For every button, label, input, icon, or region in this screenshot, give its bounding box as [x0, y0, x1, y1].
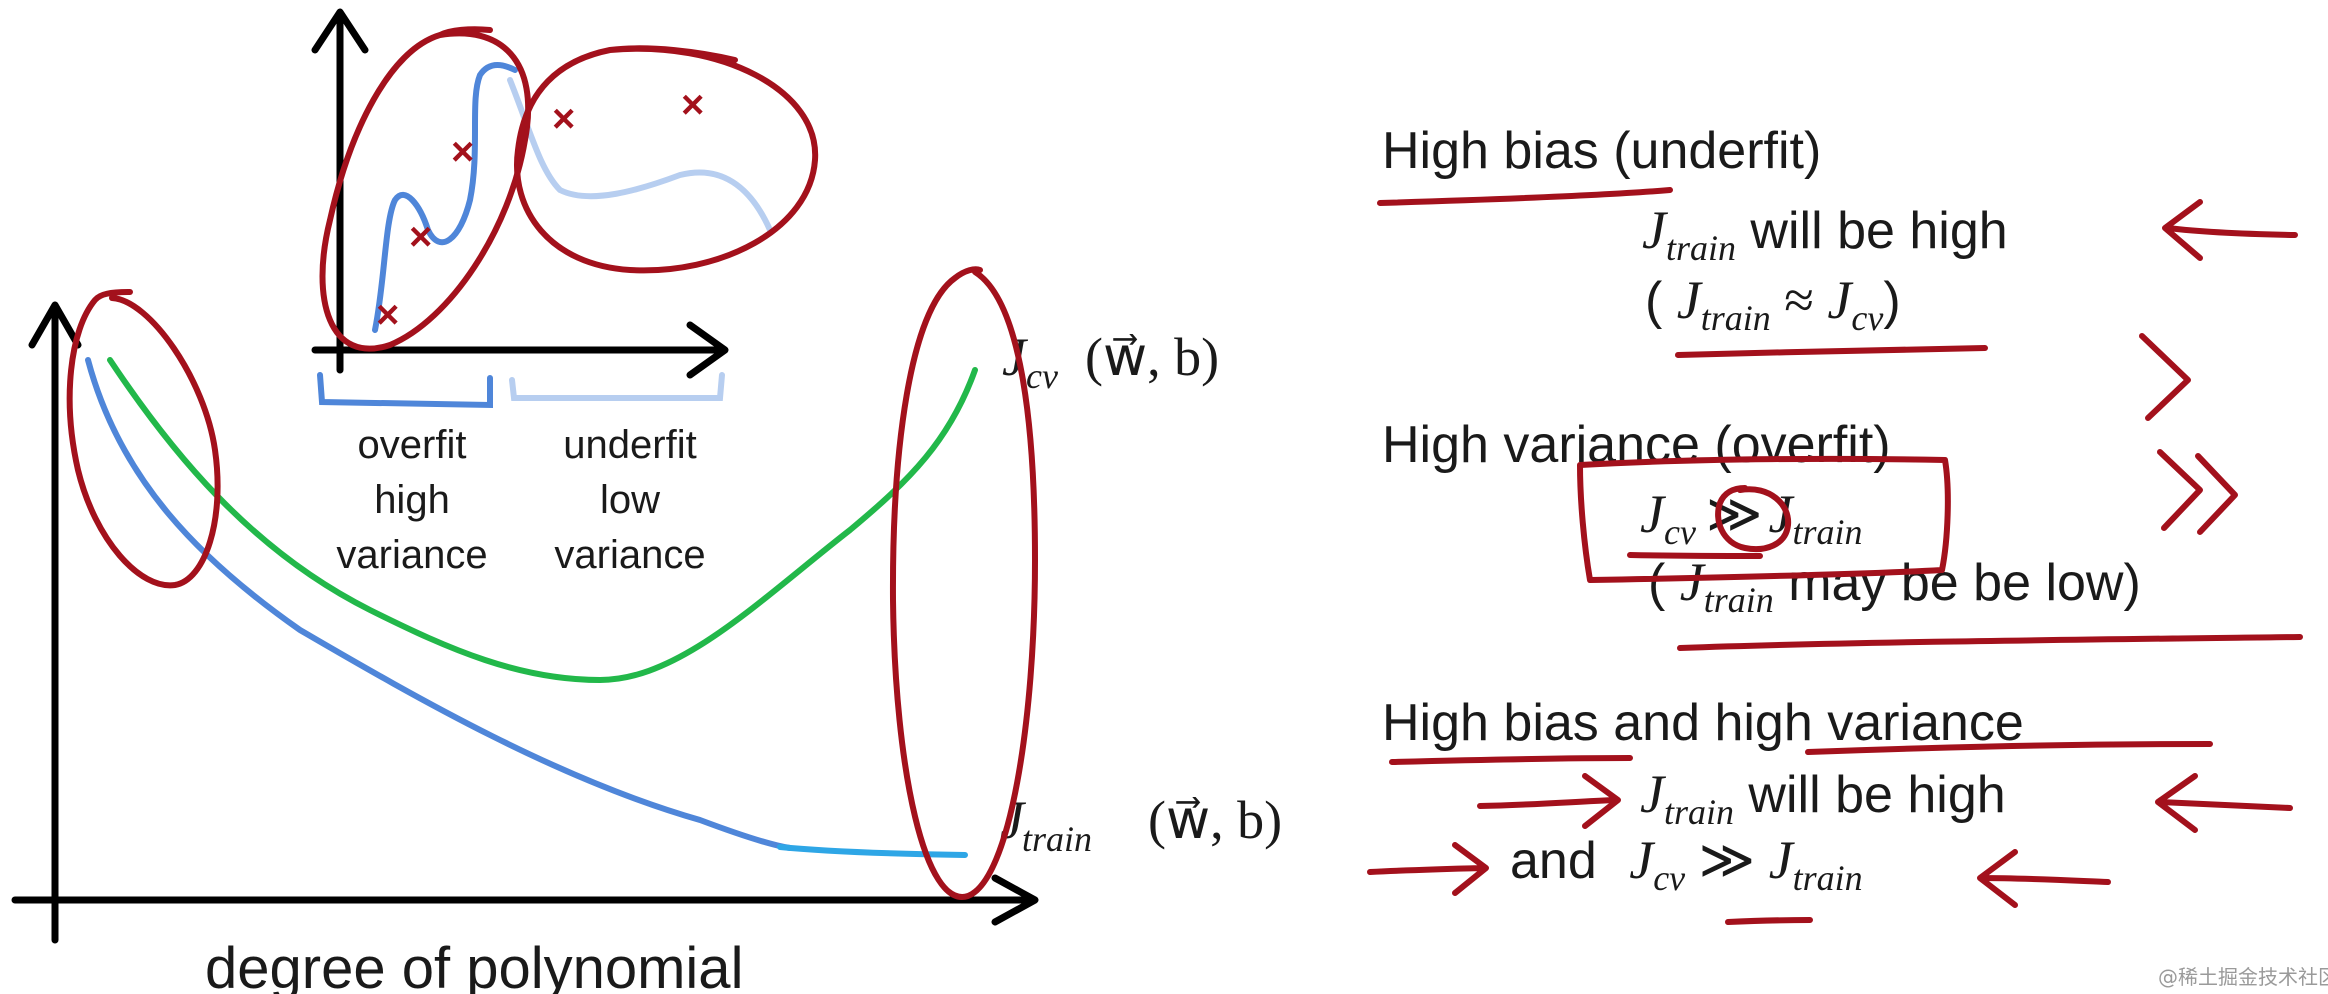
- j-subscript: train: [1792, 512, 1862, 552]
- j-subscript: train: [1704, 580, 1774, 620]
- jcv-args: (w⃗, b): [1085, 327, 1219, 387]
- j-symbol: J: [1677, 270, 1704, 330]
- arrow-high-both-right: [2155, 773, 2293, 833]
- notes-high-variance: High variance (overfit) Jcv≫ Jtrain ( Jtr…: [1382, 416, 2141, 620]
- overfit-label: overfit high variance: [336, 423, 487, 577]
- j-symbol: J: [1629, 830, 1656, 890]
- ellipse-overfit-region: [319, 26, 532, 352]
- high-both-text: will be high: [1734, 766, 2006, 824]
- watermark: @稀土掘金技术社区: [2158, 965, 2328, 989]
- high-bias-line1: Jtrain will be high: [1642, 200, 2008, 268]
- data-point-marker: ×: [409, 215, 432, 259]
- underfit-bracket: [509, 372, 725, 401]
- box-jcv-much-greater: [1577, 455, 1951, 583]
- underline-high-bias-2: [1389, 755, 1633, 765]
- j-symbol: J: [1642, 200, 1669, 260]
- j-symbol: J: [1640, 764, 1667, 824]
- jcv-label: J cv (w⃗, b): [1002, 327, 1219, 396]
- j-symbol: J: [1640, 484, 1667, 544]
- j-subscript: train: [1701, 298, 1771, 338]
- data-point-marker: ×: [552, 97, 575, 141]
- high-both-title: High bias and high variance: [1382, 694, 2024, 752]
- paren-close: ): [1883, 272, 1900, 330]
- ink-much-greater-than: [2157, 449, 2238, 535]
- ellipse-right-high-degree: [889, 266, 1038, 900]
- underline-jcv: [1627, 552, 1763, 559]
- notes-high-bias: High bias (underfit) Jtrain will be high…: [1382, 122, 2008, 338]
- underline-much-greater: [1725, 917, 1813, 925]
- j-subscript: cv: [1664, 512, 1696, 552]
- ellipse-left-low-degree: [66, 289, 221, 589]
- relation-symbol: ≫: [1685, 830, 1769, 890]
- arrow-jtrain-left: [1477, 773, 1621, 829]
- underline-high-bias: [1377, 187, 1673, 206]
- high-both-line1: Jtrain will be high: [1640, 764, 2006, 832]
- high-variance-text: may be be low): [1774, 554, 2141, 612]
- notes-high-bias-and-variance: High bias and high variance Jtrain will …: [1382, 694, 2024, 898]
- underfit-label-line: variance: [554, 533, 705, 577]
- j-subscript: train: [1793, 858, 1863, 898]
- j-symbol: J: [1680, 552, 1707, 612]
- jcv-sub: cv: [1026, 356, 1058, 396]
- relation-symbol: ≈: [1771, 270, 1828, 330]
- data-point-marker: ×: [681, 83, 704, 127]
- overfit-label-line: high: [374, 478, 450, 522]
- high-variance-title: High variance (overfit): [1382, 416, 1891, 474]
- j-symbol: J: [1827, 270, 1854, 330]
- j-subscript: train: [1666, 228, 1736, 268]
- main-y-axis: [28, 301, 82, 944]
- high-both-line2: and Jcv ≫ Jtrain: [1510, 830, 1863, 898]
- main-plot: degree of polynomial J cv (w⃗, b) J trai…: [11, 266, 1282, 994]
- paren-open: (: [1645, 272, 1677, 330]
- high-variance-line1: Jcv≫Jtrain: [1640, 484, 1862, 552]
- arrow-high-bias: [2162, 199, 2298, 261]
- j-subscript: cv: [1653, 858, 1685, 898]
- arrow-jtrain-right: [1977, 849, 2111, 908]
- inset-underfit-curve: [507, 77, 773, 233]
- high-variance-line2: ( Jtrain may be be low): [1648, 552, 2141, 620]
- data-point-marker: ×: [376, 293, 399, 337]
- underfit-label: underfit low variance: [554, 423, 705, 577]
- jcv-curve: [107, 357, 978, 684]
- xlabel-degree: degree of polynomial: [205, 936, 743, 994]
- circle-much-greater: [1715, 485, 1792, 552]
- overfit-label-line: overfit: [358, 423, 467, 467]
- inset-plot: × × × × × overfit high variance underfit…: [311, 8, 819, 577]
- underline-jtrain-approx-jcv: [1675, 345, 1988, 358]
- jtrain-label: J train (w⃗, b): [1000, 790, 1282, 859]
- paren-open: (: [1648, 554, 1680, 612]
- data-points: × × × × ×: [376, 83, 704, 337]
- and-text: and: [1510, 832, 1611, 890]
- underline-may-be-low: [1677, 634, 2303, 651]
- underfit-label-line: low: [600, 478, 660, 522]
- j-symbol: J: [1769, 830, 1796, 890]
- ellipse-underfit-region: [514, 45, 819, 274]
- jtrain-args: (w⃗, b): [1148, 790, 1282, 850]
- ink-annotations: [1367, 187, 2303, 925]
- main-x-axis: [11, 874, 1039, 926]
- high-bias-text: will be high: [1736, 202, 2008, 260]
- overfit-bracket: [317, 372, 493, 409]
- jtrain-sub: train: [1022, 819, 1092, 859]
- overfit-label-line: variance: [336, 533, 487, 577]
- inset-y-axis: [311, 8, 369, 374]
- jtrain-curve-tail: [777, 844, 968, 858]
- high-bias-title: High bias (underfit): [1382, 122, 1821, 180]
- inset-overfit-curve: [372, 62, 518, 333]
- data-point-marker: ×: [451, 130, 474, 174]
- j-subscript: train: [1664, 792, 1734, 832]
- relation-symbol: ≫: [1706, 484, 1763, 544]
- underfit-label-line: underfit: [563, 423, 696, 467]
- j-subscript: cv: [1851, 298, 1883, 338]
- ink-greater-than: [2139, 333, 2191, 421]
- high-bias-line2: ( Jtrain ≈ Jcv): [1645, 270, 1901, 338]
- jtrain-curve: [85, 357, 793, 851]
- arrow-and-left: [1367, 842, 1489, 896]
- underline-high-variance: [1805, 741, 2213, 755]
